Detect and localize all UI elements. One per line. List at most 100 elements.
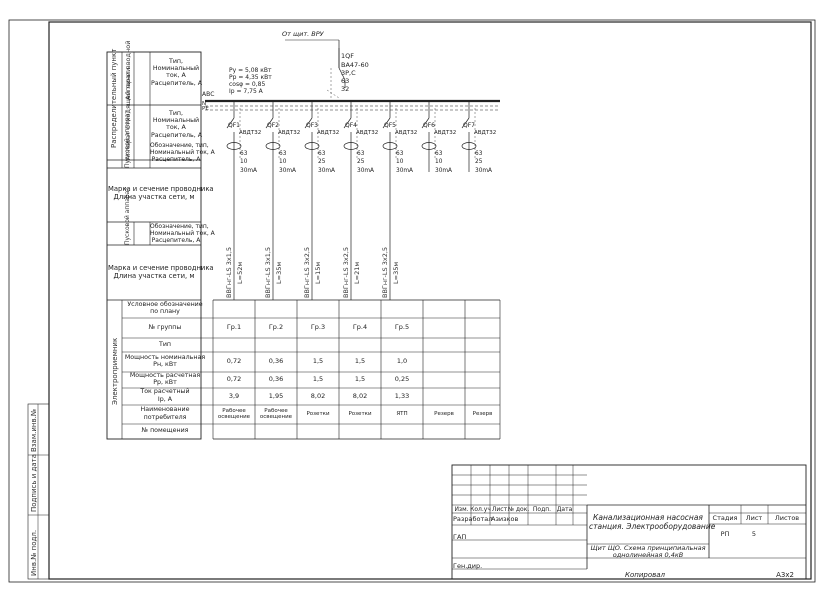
breaker-id: QF1 bbox=[228, 122, 240, 129]
consumer-group: Гр.3 bbox=[310, 323, 326, 332]
stamp-header: Изм. bbox=[454, 506, 469, 513]
breaker-trip: 10 bbox=[396, 159, 404, 165]
breaker-type: АВДТ32 bbox=[317, 130, 340, 136]
breaker-id: QF6 bbox=[423, 122, 435, 129]
breaker-rating: 63 bbox=[240, 151, 248, 157]
consumer-name: Розетки bbox=[306, 411, 330, 418]
sheet-value: 5 bbox=[751, 530, 757, 538]
breaker-symbol bbox=[461, 101, 470, 142]
supply-source-label: От щит. ВРУ bbox=[282, 30, 324, 38]
consumer-name: Розетки bbox=[348, 411, 372, 418]
stage-header: Стадия bbox=[712, 514, 738, 522]
side-stamp-frame bbox=[27, 403, 50, 580]
breaker-trip: 25 bbox=[475, 159, 483, 165]
breaker-rcd: 30mA bbox=[357, 168, 374, 174]
breaker-rating: 63 bbox=[396, 151, 404, 157]
cable-mark: ВВГнг-LS 3х1,5 bbox=[225, 246, 233, 298]
consumer-pn: 0,36 bbox=[268, 357, 284, 366]
side-stamp-label: Инв.№ подл. bbox=[30, 529, 38, 576]
breaker-rating: 63 bbox=[435, 151, 443, 157]
copied-label: Копировал bbox=[625, 571, 665, 579]
cable-length: L=15м bbox=[314, 261, 322, 284]
consumer-pr: 1,5 bbox=[354, 375, 366, 384]
breaker-trip: 10 bbox=[435, 159, 443, 165]
breaker-trip: 10 bbox=[240, 159, 248, 165]
row-label: № помещения bbox=[141, 427, 189, 435]
stamp-role: ГАП bbox=[453, 533, 467, 541]
consumer-ir: 8,02 bbox=[310, 391, 326, 400]
main-breaker-rating: 63 bbox=[341, 77, 350, 85]
breaker-id: QF7 bbox=[463, 122, 475, 129]
input-desc: Тип, Номинальный ток, А Расцепитель, А bbox=[151, 58, 203, 87]
consumer-pn: 1,5 bbox=[312, 357, 324, 366]
cable-mark: ВВГнг-LS 3х2,5 bbox=[381, 246, 389, 298]
breaker-rating: 63 bbox=[357, 151, 365, 157]
breaker-trip: 25 bbox=[318, 159, 326, 165]
calc-value: cosφ = 0,85 bbox=[229, 81, 266, 88]
breaker-id: QF4 bbox=[345, 122, 357, 129]
consumer-pn: 1,0 bbox=[396, 357, 408, 366]
breaker-type: АВДТ32 bbox=[434, 130, 457, 136]
breaker-rating: 63 bbox=[279, 151, 287, 157]
consumer-ir: 8,02 bbox=[352, 391, 368, 400]
consumer-pr: 0,72 bbox=[226, 375, 242, 384]
cable-mark: ВВГнг-LS 3х1,5 bbox=[264, 246, 272, 298]
vertical-start-label: Пусковой аппарат bbox=[124, 110, 131, 168]
breaker-rcd: 30mA bbox=[475, 168, 492, 174]
consumer-ir: 3,9 bbox=[228, 391, 240, 400]
breaker-symbol bbox=[343, 101, 352, 142]
side-stamp-label: Взам.инв.№ bbox=[30, 408, 38, 452]
cable-length: L=52м bbox=[236, 261, 244, 284]
consumer-name: ЯТП bbox=[396, 411, 408, 418]
breaker-type: АВДТ32 bbox=[278, 130, 301, 136]
sheet-title: Щит ЩО. Схема принципиальная однолинейна… bbox=[590, 544, 706, 560]
side-stamp-label: Подпись и дата bbox=[30, 454, 38, 512]
breaker-id: QF3 bbox=[306, 122, 318, 129]
breaker-id: QF5 bbox=[384, 122, 396, 129]
main-breaker-type: ВА47-60 bbox=[341, 61, 369, 69]
project-title: Канализационная насосная станция. Электр… bbox=[589, 513, 716, 531]
consumer-ir: 1,33 bbox=[394, 391, 410, 400]
section-consumers-label: Электроприемник bbox=[111, 337, 119, 405]
row-label: Наименование потребителя bbox=[140, 406, 190, 421]
main-breaker-symbol bbox=[338, 48, 346, 88]
row-label: Тип bbox=[158, 340, 172, 348]
stamp-header: Лист bbox=[491, 506, 508, 513]
sheet-header: Лист bbox=[745, 514, 763, 522]
main-breaker-id: 1QF bbox=[341, 52, 354, 60]
left-table-frame bbox=[106, 51, 202, 440]
breaker-symbol bbox=[304, 101, 313, 142]
main-breaker-spec: 3Р,С bbox=[341, 69, 356, 77]
consumer-name: Резерв bbox=[434, 411, 454, 418]
row-label: Мощность номинальная Рн, кВт bbox=[124, 353, 206, 369]
consumer-name: Рабочее освещение bbox=[217, 407, 251, 421]
calc-value: Iр = 7,75 А bbox=[229, 88, 263, 95]
breaker-rating: 63 bbox=[318, 151, 326, 157]
breaker-rcd: 30mA bbox=[435, 168, 452, 174]
title-block-frame bbox=[451, 464, 807, 580]
consumer-pn: 0,72 bbox=[226, 357, 242, 366]
stamp-header: № док. bbox=[507, 506, 530, 513]
drawing-frame bbox=[48, 21, 812, 580]
stamp-header: Кол.уч bbox=[470, 506, 491, 513]
stamp-header: Дата bbox=[556, 506, 573, 513]
breaker-symbol bbox=[226, 101, 235, 142]
start2-desc: Обозначение, тип, Номинальный ток, А Рас… bbox=[150, 223, 215, 244]
breaker-rcd: 30mA bbox=[318, 168, 335, 174]
calc-value: Рр = 4,35 кВт bbox=[229, 74, 272, 81]
breaker-rcd: 30mA bbox=[279, 168, 296, 174]
breaker-type: АВДТ32 bbox=[474, 130, 497, 136]
row-label: Мощность расчетная Рр, кВт bbox=[129, 371, 201, 387]
main-breaker-trip: 32 bbox=[341, 85, 350, 93]
bus-abc-label: АВС bbox=[202, 91, 215, 98]
cable-length: L=35м bbox=[392, 261, 400, 284]
consumer-pr: 0,36 bbox=[268, 375, 284, 384]
cable-length: L=35м bbox=[275, 261, 283, 284]
breaker-rcd: 30mA bbox=[396, 168, 413, 174]
breaker-trip: 10 bbox=[279, 159, 287, 165]
outgoing-desc: Тип, Номинальный ток, А Расцепитель, А bbox=[151, 110, 203, 139]
stage-value: РП bbox=[720, 530, 730, 538]
section-distribution-label: Распределительный пункт bbox=[110, 48, 118, 148]
breaker-type: АВДТ32 bbox=[356, 130, 379, 136]
